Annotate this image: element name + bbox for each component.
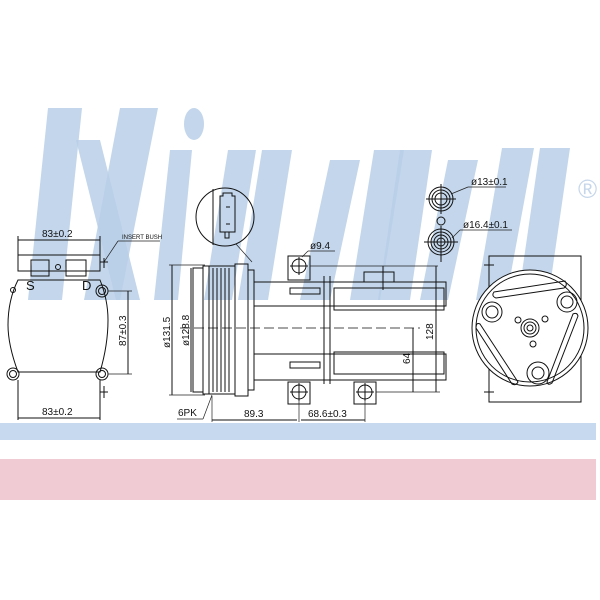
dim-mount-hole: ø9.4	[310, 241, 330, 252]
dim-discharge-port: ø16.4±0.1	[463, 220, 508, 231]
pink-band	[0, 459, 596, 500]
dim-bolt-spacing: 87±0.3	[118, 315, 129, 346]
dim-mount-spacing: 68.6±0.3	[308, 409, 347, 420]
port-label-suction: S	[26, 278, 35, 293]
port-label-discharge: D	[82, 278, 91, 293]
rear-flange-view: 83±0.2 INSERT BUSH S D	[6, 229, 162, 420]
connector-detail	[195, 187, 255, 263]
dim-pulley-inner: ø128.8	[181, 314, 192, 346]
watermark-logo: ®	[28, 108, 597, 300]
dim-pulley-outer: ø131.5	[162, 316, 173, 348]
dim-center-to-base: 64	[402, 352, 413, 364]
dim-belt-type: 6PK	[178, 408, 197, 419]
callout-insert-bush: INSERT BUSH	[122, 235, 162, 241]
dim-bottom-width: 83±0.2	[42, 407, 73, 418]
dim-suction-port: ø13±0.1	[471, 177, 508, 188]
port-detail: ø13±0.1 ø16.4±0.1	[424, 177, 512, 262]
dim-pulley-to-mount: 89.3	[244, 409, 264, 420]
dim-top-width: 83±0.2	[42, 229, 73, 240]
dim-overall-height: 128	[425, 323, 436, 340]
side-view: ø131.5 ø128.8 6PK	[162, 241, 447, 422]
registered-mark: ®	[578, 174, 597, 204]
blue-band	[0, 423, 596, 440]
front-view	[471, 255, 589, 403]
